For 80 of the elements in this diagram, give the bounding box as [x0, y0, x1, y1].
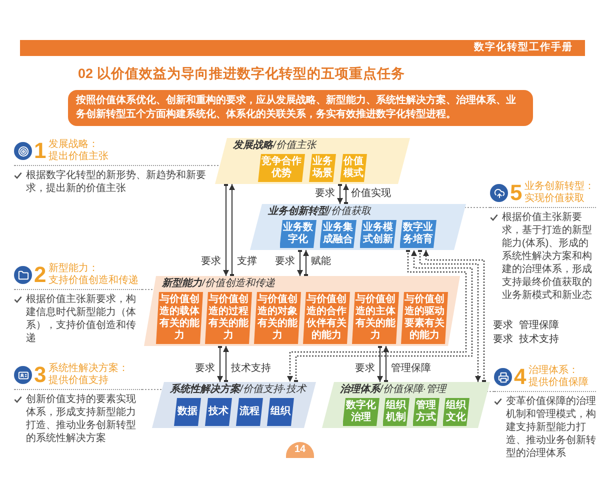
element-tile: 业务场景 — [309, 154, 336, 182]
arrow — [303, 250, 309, 278]
element-tile: 数字业务培育 — [400, 220, 436, 248]
arrow — [377, 344, 383, 382]
element-tile: 与价值创造的主体有关的能力 — [352, 292, 399, 344]
arrow — [383, 346, 389, 384]
layer-title: 系统性解决方案/价值支持·技术 — [170, 384, 306, 396]
arrow — [223, 346, 229, 384]
step-number: 1 — [34, 139, 46, 163]
element-tile: 与价值创造的合作伙伴有关的能力 — [303, 292, 350, 344]
arrow — [217, 344, 223, 382]
element-tile: 组织机制 — [382, 398, 410, 426]
layer-title: 治理体系/价值保障·管理 — [340, 384, 446, 396]
step-number: 2 — [34, 263, 46, 287]
arrow — [343, 184, 349, 206]
layer-title: 业务创新转型/价值获取 — [268, 206, 371, 218]
element-tile: 数据 — [174, 398, 201, 426]
element-tile: 竞争合作优势 — [258, 154, 305, 182]
header-bar — [20, 40, 585, 56]
element-tile: 技术 — [205, 398, 232, 426]
edge-label: 管理保障 — [518, 320, 560, 332]
element-tile: 数字化治理 — [342, 398, 380, 426]
element-tile: 与价值创造的过程有关的能力 — [205, 292, 252, 344]
item-description: 变革价值保障的治理机制和管理模式，构建支持新型能力打造、推动业务创新转型的治理体系 — [506, 395, 596, 460]
item-title: 新型能力： — [48, 263, 98, 274]
page-title: 02 以价值效益为导向推进数字化转型的五项重点任务 — [78, 65, 405, 83]
edge-label: 价值实现 — [350, 188, 392, 200]
edge-label: 要求 — [200, 256, 222, 268]
item-description: 根据价值主张新要求，构建信息时代新型能力（体系），支持价值创造和传递 — [26, 293, 137, 345]
element-tile: 与价值创造的对象有关的能力 — [254, 292, 301, 344]
edge-label: 管理保障 — [390, 363, 432, 375]
item-title: 治理体系： — [528, 365, 578, 376]
item-description: 根据价值主张新要求，基于打造的新型能力(体系)、形成的系统性解决方案和构建的治理体系，形成支持最终价值获取的业务新模式和新业态 — [502, 211, 593, 302]
item-title: 业务创新转型： — [524, 181, 594, 192]
arrow — [297, 248, 303, 276]
element-tile: 与价值创造的载体有关的能力 — [156, 292, 203, 344]
edge-label: 要求 — [492, 334, 514, 346]
leader-line — [487, 391, 494, 392]
item-subtitle: 提出价值主张 — [48, 151, 108, 163]
element-tile: 业务集成融合 — [320, 220, 356, 248]
step-number: 4 — [514, 365, 526, 389]
item-subtitle: 支持价值创造和传递 — [48, 275, 138, 287]
edge-label: 要求 — [314, 188, 336, 200]
edge-label: 技术支持 — [518, 334, 560, 346]
item-description: 创新价值支持的要素实现体系，形成支持新型能力打造、推动业务创新转型的系统性解决方案 — [26, 393, 137, 445]
element-tile: 管理方式 — [412, 398, 440, 426]
step-number: 5 — [510, 181, 522, 205]
leader-line — [208, 165, 220, 166]
element-tile: 流程 — [236, 398, 263, 426]
element-tile: 业务数字化 — [280, 220, 316, 248]
edge-label: 要求 — [492, 320, 514, 332]
header-title: 数字化转型工作手册 — [474, 42, 573, 54]
layer-title: 发展战略/价值主张 — [233, 140, 316, 152]
leader-line — [142, 389, 162, 390]
edge-label: 要求 — [354, 363, 376, 375]
edge-label: 支撑 — [236, 256, 258, 268]
item-title: 发展战略： — [48, 139, 98, 150]
arrow — [223, 182, 229, 276]
page-number: 14 — [286, 442, 314, 458]
layer-title: 新型能力/价值创造和传递 — [162, 278, 275, 290]
edge-label: 赋能 — [310, 256, 332, 268]
item-title: 系统性解决方案： — [48, 363, 128, 374]
item-description: 根据数字化转型的新形势、新趋势和新要求，提出新的价值主张 — [26, 169, 207, 195]
element-tile: 价值模式 — [340, 154, 367, 182]
element-tile: 业务模式创新 — [360, 220, 396, 248]
edge-label: 技术支持 — [230, 363, 272, 375]
item-subtitle: 提供价值支持 — [48, 375, 108, 387]
item-subtitle: 提供价值保障 — [528, 377, 588, 389]
intro-banner: 按照价值体系优化、创新和重构的要求，应从发展战略、新型能力、系统性解决方案、治理体系、业务创新转型五个方面构建系统化、体系化的关联关系，务实有效推进数字化转型进程。 — [68, 90, 533, 126]
leader-line — [464, 207, 490, 208]
arrow — [337, 182, 343, 204]
item-subtitle: 实现价值获取 — [524, 193, 584, 205]
leader-line — [142, 289, 154, 290]
step-number: 3 — [34, 363, 46, 387]
edge-label: 要求 — [274, 256, 296, 268]
arrow — [229, 184, 235, 278]
edge-label: 要求 — [194, 363, 216, 375]
element-tile: 与价值创造的驱动要素有关的能力 — [401, 292, 448, 344]
element-tile: 组织 — [267, 398, 294, 426]
element-tile: 组织文化 — [442, 398, 470, 426]
